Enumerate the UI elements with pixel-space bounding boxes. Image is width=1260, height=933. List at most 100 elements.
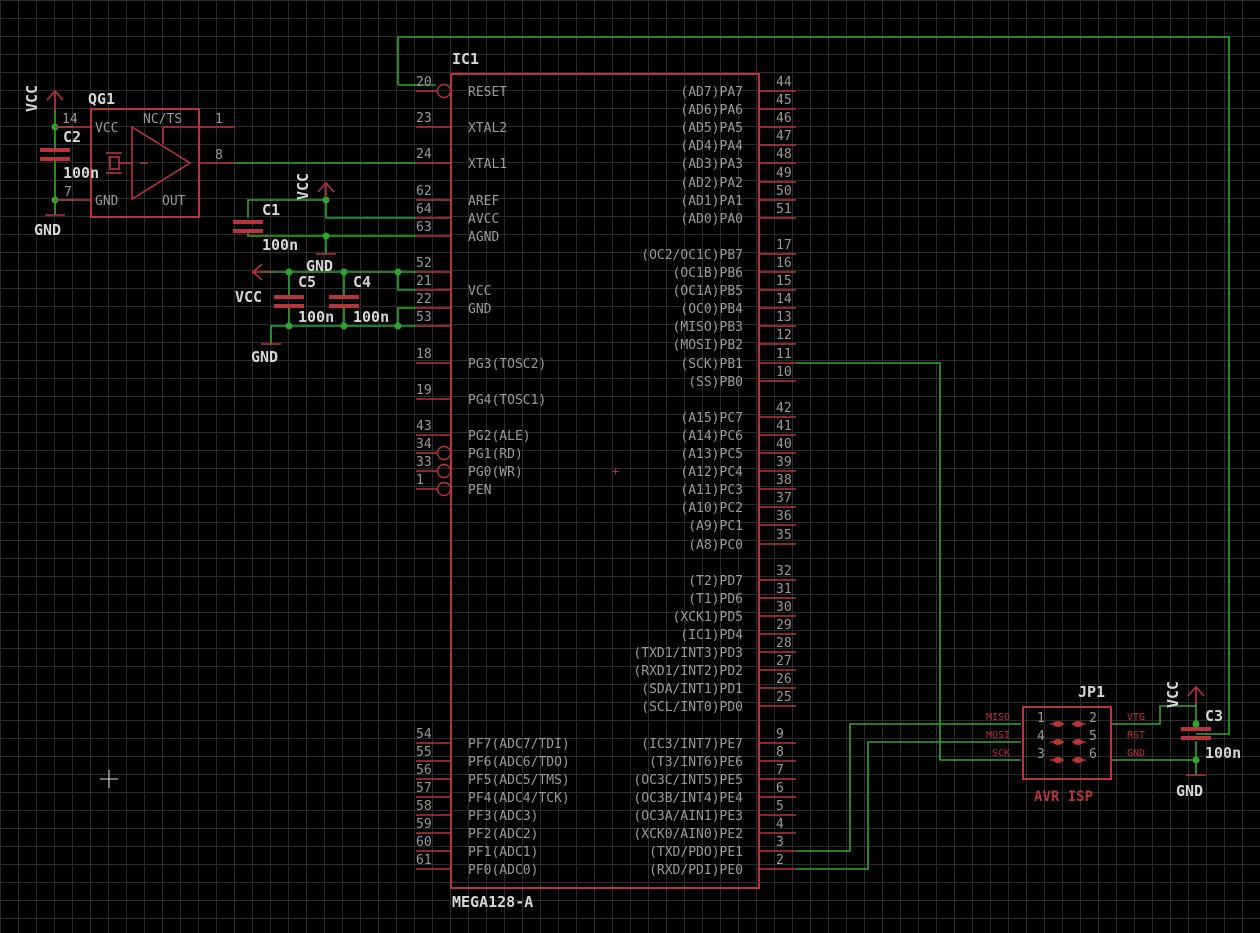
ic1-pin-num: 45 [776,93,792,108]
wire-sck[interactable] [796,362,1021,761]
ic1-right-pin[interactable]: 39(A12)PC4 [680,455,796,480]
ic1-right-pin[interactable]: 14(OC0)PB4 [680,292,796,317]
ic1-right-pin[interactable]: 38(A11)PC3 [680,473,796,498]
ic1-right-pin[interactable]: 28(TXD1/INT3)PD3 [633,636,796,661]
ic1-right-pin[interactable]: 35(A8)PC0 [688,528,796,553]
ic1-right-pin[interactable]: 27(RXD1/INT2)PD2 [633,654,796,679]
ic1-right-pin[interactable]: 37(A10)PC2 [680,491,796,516]
supply-gnd[interactable]: GND [1176,774,1206,800]
ic1-right-pin[interactable]: 5(OC3A/AIN1)PE3 [633,799,796,824]
ic1-right-pin[interactable]: 40(A13)PC5 [680,437,796,462]
ic1-right-pin[interactable]: 16(OC1B)PB6 [673,256,796,281]
qg1[interactable]: QG1 14 7 1 8 VCC GND NC/TS OUT [55,90,235,218]
supply-vcc[interactable]: VCC [294,173,335,200]
ic1-right-pin[interactable]: 41(A14)PC6 [680,419,796,444]
ic1-right-pin[interactable]: 11(SCK)PB1 [680,347,796,372]
ic1-right-pin[interactable]: 32(T2)PD7 [688,564,796,589]
supply-gnd[interactable]: GND [34,214,65,239]
supply-vcc[interactable]: VCC [235,263,271,306]
cap-c4[interactable]: C4 100n [329,273,389,326]
ic1-right-pin[interactable]: 12(MOSI)PB2 [673,328,796,353]
cap-c5[interactable]: C5 100n [274,273,334,326]
ic1-right-pin[interactable]: 49(AD2)PA2 [680,166,796,191]
wire-c1-top[interactable] [247,199,326,218]
supply-vcc[interactable]: VCC [23,85,64,112]
cap-c2[interactable]: C2 100n [40,128,99,182]
supply-gnd[interactable]: GND [306,253,336,275]
ic1[interactable]: IC1 MEGA128-A 20RESET23XTAL224XTAL162ARE… [416,50,796,911]
supply-gnd[interactable]: GND [251,343,281,366]
ic1-body[interactable] [450,73,760,889]
ic1-right-pin[interactable]: 31(T1)PD6 [688,582,796,607]
jp1-body[interactable] [1022,706,1112,780]
cap-c3[interactable]: C3 100n [1181,707,1241,762]
ic1-right-pin[interactable]: 29(IC1)PD4 [680,618,796,643]
supply-vcc[interactable]: VCC [1164,681,1205,708]
cap-c1[interactable]: C1 100n [233,201,298,254]
wire-reset[interactable] [397,36,1230,735]
ic1-right-pin[interactable]: 44(AD7)PA7 [680,75,796,100]
wire-vcc-21[interactable] [397,272,416,291]
ic1-pin-name: (A12)PC4 [680,465,743,480]
ic1-left-pin[interactable]: 53 [416,310,451,327]
wire-miso[interactable] [796,723,1021,852]
wire-gnd-rail[interactable] [270,325,416,344]
ic1-right-pin[interactable]: 25(SCL/INT0)PD0 [641,690,796,715]
ic1-right-pin[interactable]: 8(T3/INT6)PE6 [649,745,796,770]
ic1-right-pin[interactable]: 36(A9)PC1 [688,509,796,534]
ic1-pin-num: 27 [776,654,792,669]
ic1-right-pin[interactable]: 51(AD0)PA0 [680,202,796,227]
ic1-right-pin[interactable]: 45(AD6)PA6 [680,93,796,118]
ic1-right-pin[interactable]: 10(SS)PB0 [688,365,796,390]
wire-mosi[interactable] [796,741,1021,870]
ic1-right-pin[interactable]: 9(IC3/INT7)PE7 [641,727,796,752]
ic1-right-pin[interactable]: 42(A15)PC7 [680,401,796,426]
ic1-right-pin[interactable]: 7(OC3C/INT5)PE5 [633,763,796,788]
ic1-right-pin[interactable]: 4(XCK0/AIN0)PE2 [633,817,796,842]
ic1-right-pin[interactable]: 17(OC2/OC1C)PB7 [641,238,796,263]
ic1-pin-name: PF7(ADC7/TDI) [468,737,570,752]
wire-gnd-22[interactable] [397,307,416,326]
junction [285,268,293,276]
gnd-label: GND [251,348,278,366]
ic1-right-pin[interactable]: 15(OC1A)PB5 [673,274,796,299]
ic1-right-pin[interactable]: 48(AD3)PA3 [680,147,796,172]
ic1-right-pin[interactable]: 26(SDA/INT1)PD1 [641,672,796,697]
ic1-right-pin[interactable]: 6(OC3B/INT4)PE4 [633,781,796,806]
ic1-right-pin[interactable]: 3(TXD/PDO)PE1 [649,835,796,860]
jp1[interactable]: JP1 AVR ISP MISO MOSI SCK VTG RST GND 1 … [986,683,1145,805]
qg1-num-out: 8 [215,148,223,163]
wire-vtg[interactable] [1111,705,1196,725]
ic1-right-pin[interactable]: 13(MISO)PB3 [673,310,796,335]
ic1-right-pin[interactable]: 50(AD1)PA1 [680,184,796,209]
ic1-right-pin[interactable]: 46(AD5)PA5 [680,111,796,136]
ic1-left-pin[interactable]: 52 [416,256,451,273]
ic1-right-pin[interactable]: 2(RXD/PDI)PE0 [649,853,796,878]
ic1-right-pin[interactable]: 47(AD4)PA4 [680,129,796,154]
ic1-right-pin[interactable]: 30(XCK1)PD5 [673,600,796,625]
wire-avcc[interactable] [325,198,416,219]
